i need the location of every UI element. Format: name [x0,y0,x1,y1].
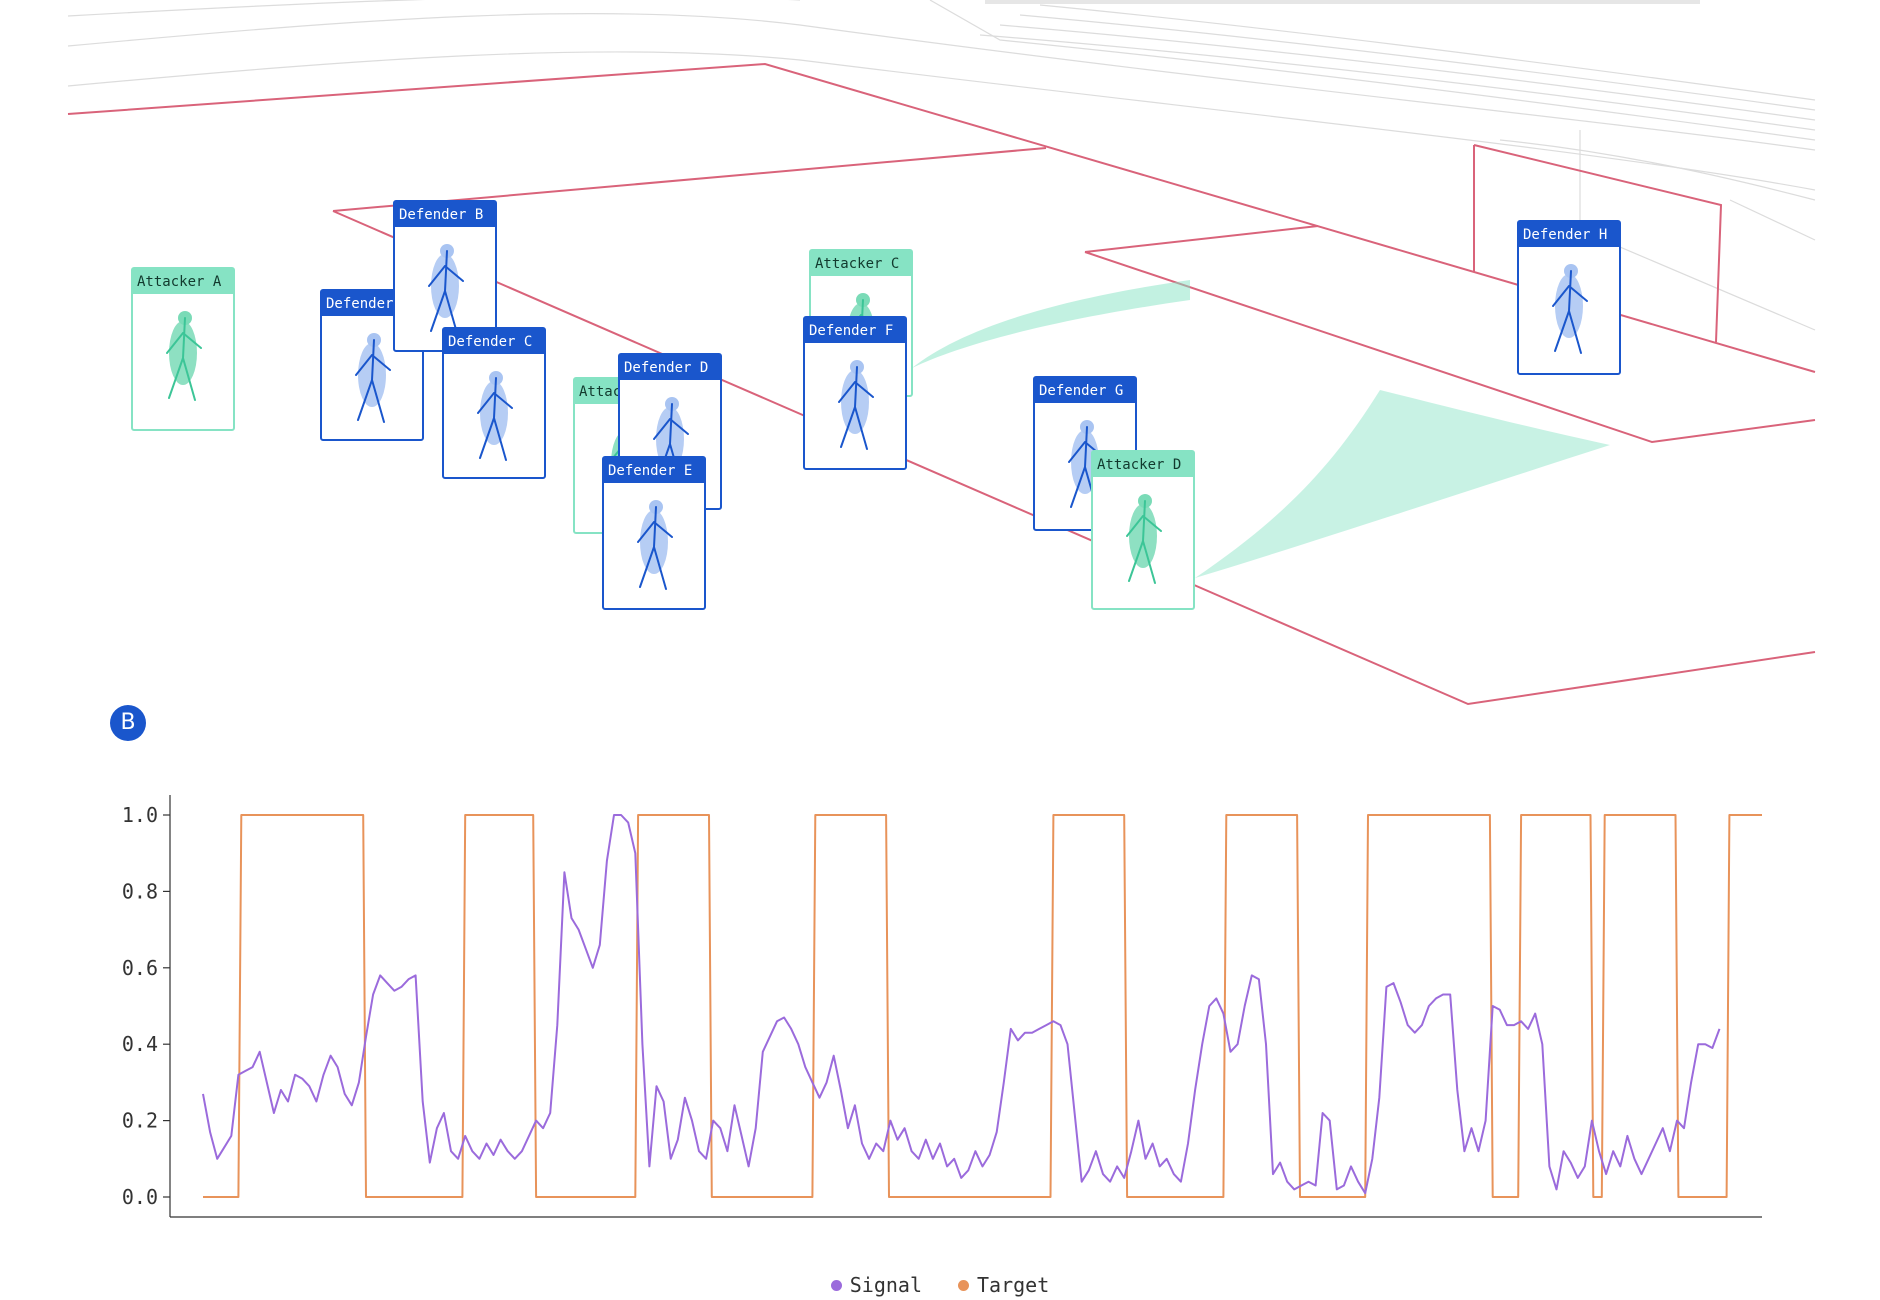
y-ticks: 0.0 0.2 0.4 0.6 0.8 1.0 [122,803,170,1209]
player-silhouette [1126,494,1162,584]
player-box-attacker-d[interactable]: Attacker D [1091,450,1195,610]
player-box-defender-h[interactable]: Defender H [1517,220,1621,375]
player-box-attacker-a[interactable]: Attacker A [131,267,235,431]
player-box-defender-c[interactable]: Defender C [442,327,546,479]
player-label: Attacker C [815,256,899,272]
series-line-signal [202,814,1721,1195]
player-silhouette [166,311,202,401]
player-label: Defender B [399,207,483,223]
legend-label-signal: Signal [849,1273,922,1297]
pitch-scene: Attacker A Defender A Defender B Defender C… [67,0,1816,706]
chart-legend: Signal Target [0,1270,1880,1300]
y-tick-label: 0.8 [122,879,158,903]
player-label: Defender A [326,296,411,312]
chart-series [202,814,1762,1198]
player-label: Defender E [608,463,692,479]
player-box-defender-e[interactable]: Defender E [602,456,706,610]
player-silhouette [838,360,874,450]
y-tick-label: 0.6 [122,956,158,980]
player-label: Defender D [624,360,708,376]
player-silhouette [355,333,391,423]
legend-label-target: Target [977,1273,1050,1297]
legend-marker-target [958,1279,969,1291]
panel-label-badge: B [110,705,146,741]
player-label: Attacker A [137,274,222,290]
line-chart: 0.0 0.2 0.4 0.6 0.8 1.0 [122,795,1762,1218]
player-boxes: Attacker A Defender A Defender B Defender C… [131,200,1621,610]
player-silhouette [477,371,513,461]
player-silhouette [637,500,673,590]
chart-axes [169,795,1762,1218]
player-silhouette [1552,264,1588,354]
player-label: Defender F [809,323,893,339]
player-box-defender-b[interactable]: Defender B [393,200,497,352]
player-label: Defender C [448,334,532,350]
player-box-defender-f[interactable]: Defender F [803,316,907,470]
y-tick-label: 0.2 [122,1109,158,1133]
player-silhouette [428,244,464,334]
y-tick-label: 0.4 [122,1032,158,1056]
legend-item-signal: Signal [830,1270,922,1300]
y-tick-label: 0.0 [122,1185,158,1209]
top-board [985,0,1700,4]
player-label: Attacker D [1097,457,1181,473]
series-line-target [203,814,1762,1198]
y-tick-label: 1.0 [122,803,158,827]
player-label: Defender H [1523,227,1607,243]
pass-cones [912,280,1610,578]
legend-marker-signal [830,1279,842,1291]
legend-item-target: Target [958,1270,1049,1300]
player-label: Defender G [1039,383,1123,399]
